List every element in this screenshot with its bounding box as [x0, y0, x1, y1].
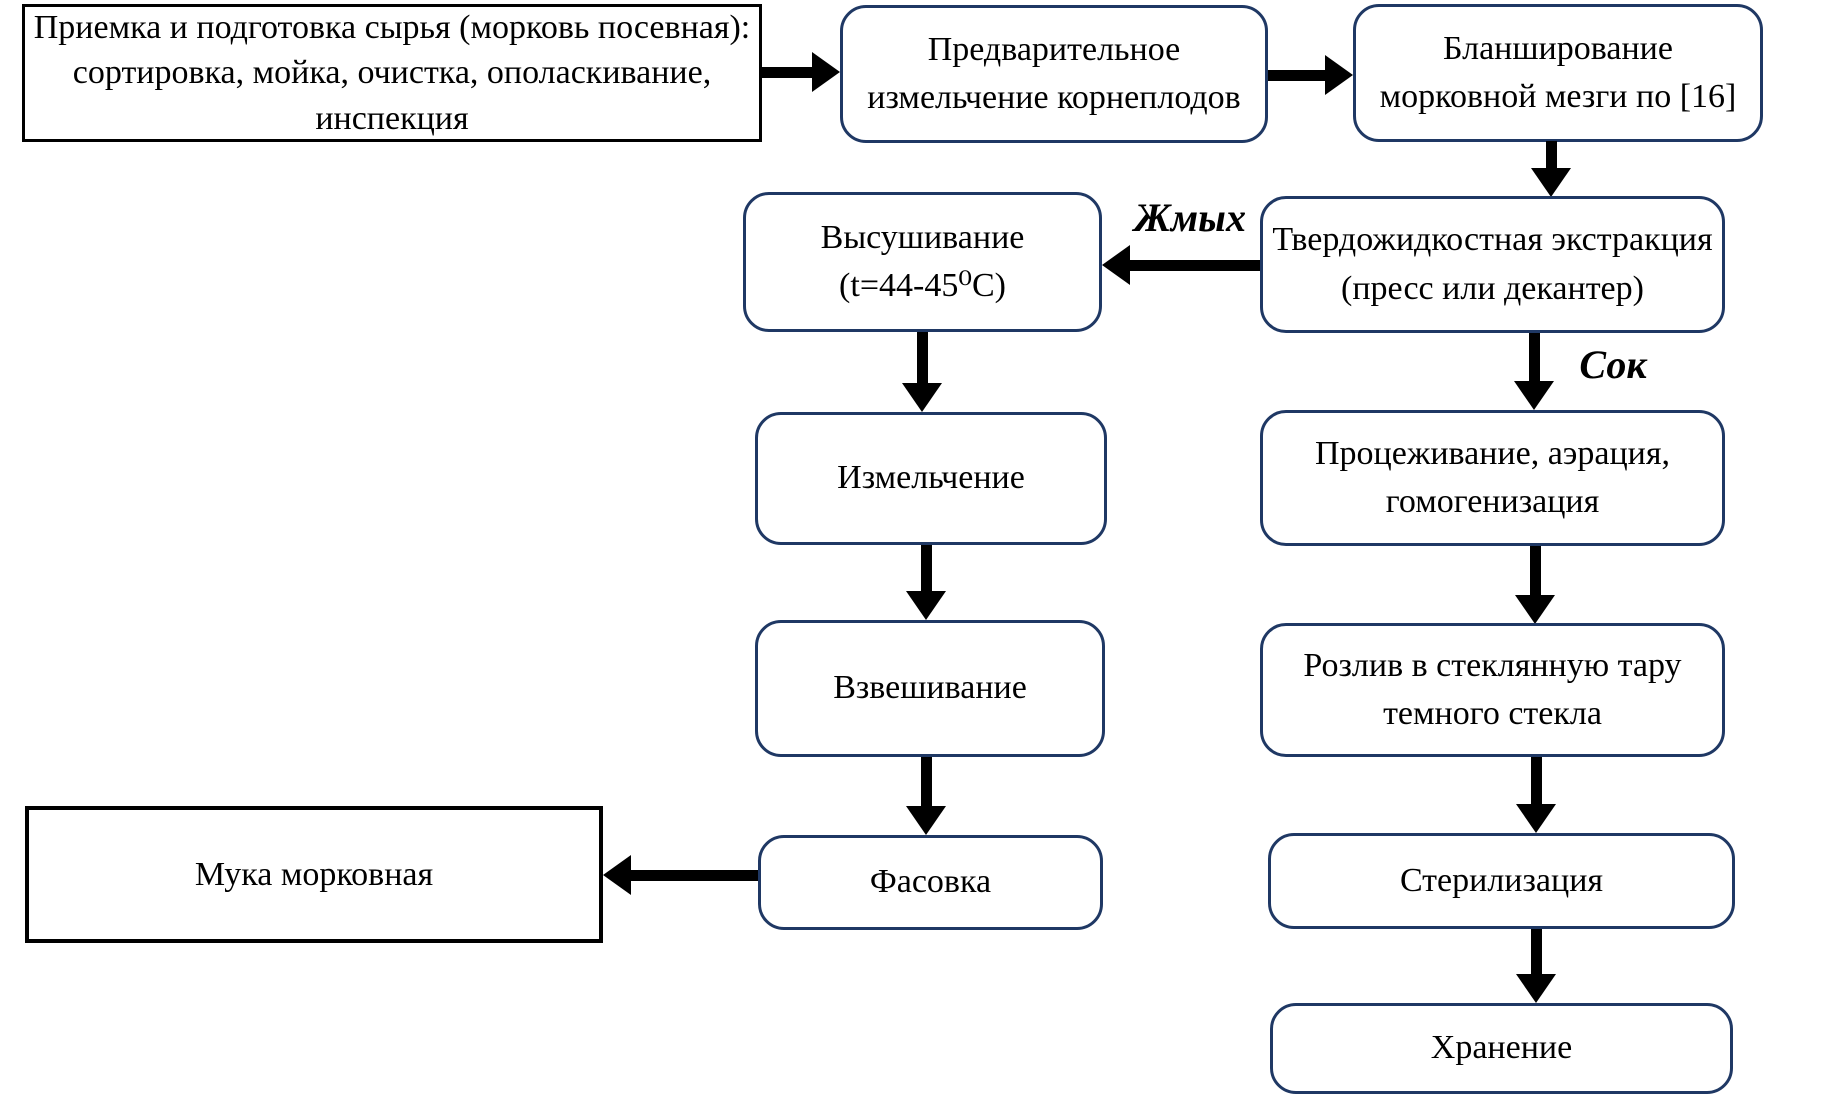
edge-label-juice: Сок	[1579, 342, 1647, 387]
node-grinding: Измельчение	[755, 412, 1107, 545]
node-bottling-label: Розлив в стеклянную тару темного стекла	[1303, 646, 1682, 732]
arrow-pregrinding-to-blanching	[1268, 55, 1353, 95]
edge-label-pomace: Жмых	[1134, 195, 1246, 240]
node-flour: Мука морковная	[25, 806, 603, 943]
arrowhead-left-icon	[1102, 245, 1130, 285]
arrow-drying-to-grinding	[902, 332, 942, 412]
arrow-shaft	[1530, 929, 1542, 976]
arrowhead-down-icon	[1514, 381, 1554, 410]
node-pre-grinding-label: Предварительное измельчение корнеплодов	[867, 30, 1241, 116]
arrow-shaft	[916, 332, 928, 385]
arrow-grinding-to-weighing	[906, 545, 946, 620]
arrowhead-down-icon	[906, 591, 946, 620]
arrow-shaft	[1128, 259, 1262, 271]
arrowhead-down-icon	[906, 806, 946, 835]
arrow-straining-to-bottling	[1515, 546, 1555, 624]
node-drying-label: Высушивание (t=44-45⁰C)	[820, 218, 1025, 304]
node-drying: Высушивание (t=44-45⁰C)	[743, 192, 1102, 332]
node-packing: Фасовка	[758, 835, 1103, 930]
node-straining-label: Процеживание, аэрация, гомогенизация	[1314, 434, 1670, 520]
arrowhead-down-icon	[902, 383, 942, 412]
arrow-shaft	[762, 66, 814, 78]
arrow-shaft	[629, 869, 758, 881]
arrowhead-right-icon	[812, 52, 840, 92]
arrow-shaft	[1268, 69, 1327, 81]
arrow-receiving-to-pregrinding	[762, 52, 840, 92]
arrow-shaft	[920, 545, 932, 593]
node-grinding-label: Измельчение	[837, 459, 1025, 497]
arrow-bottling-to-sterilization	[1516, 757, 1556, 833]
arrow-shaft	[1529, 546, 1541, 597]
arrow-shaft	[920, 757, 932, 808]
node-weighing-label: Взвешивание	[833, 669, 1027, 707]
arrow-shaft	[1530, 757, 1542, 806]
node-extraction: Твердожидкостная экстракция (пресс или д…	[1260, 196, 1725, 333]
node-sterilization: Стерилизация	[1268, 833, 1735, 929]
node-straining: Процеживание, аэрация, гомогенизация	[1260, 410, 1725, 546]
node-extraction-label: Твердожидкостная экстракция (пресс или д…	[1272, 221, 1713, 307]
node-weighing: Взвешивание	[755, 620, 1105, 757]
arrow-sterilization-to-storage	[1516, 929, 1556, 1003]
arrow-extraction-to-drying	[1102, 245, 1262, 285]
arrow-extraction-to-straining	[1514, 333, 1554, 410]
arrowhead-down-icon	[1531, 168, 1571, 197]
node-receiving: Приемка и подготовка сырья (морковь посе…	[22, 4, 762, 142]
node-receiving-label: Приемка и подготовка сырья (морковь посе…	[33, 9, 751, 137]
arrowhead-down-icon	[1515, 595, 1555, 624]
node-bottling: Розлив в стеклянную тару темного стекла	[1260, 623, 1725, 757]
node-sterilization-label: Стерилизация	[1399, 861, 1604, 899]
arrowhead-right-icon	[1325, 55, 1353, 95]
node-pre-grinding: Предварительное измельчение корнеплодов	[840, 5, 1268, 143]
node-storage-label: Хранение	[1430, 1029, 1573, 1067]
arrow-blanching-to-extraction	[1531, 141, 1571, 197]
arrowhead-left-icon	[603, 855, 631, 895]
arrow-shaft	[1528, 333, 1540, 383]
arrowhead-down-icon	[1516, 974, 1556, 1003]
arrow-weighing-to-packing	[906, 757, 946, 835]
arrow-shaft	[1545, 141, 1557, 170]
node-storage: Хранение	[1270, 1003, 1733, 1094]
node-blanching: Бланширование морковной мезги по [16]	[1353, 4, 1763, 142]
node-flour-label: Мука морковная	[194, 855, 434, 893]
node-blanching-label: Бланширование морковной мезги по [16]	[1379, 29, 1737, 115]
arrow-packing-to-flour	[603, 855, 758, 895]
node-packing-label: Фасовка	[869, 863, 992, 901]
arrowhead-down-icon	[1516, 804, 1556, 833]
